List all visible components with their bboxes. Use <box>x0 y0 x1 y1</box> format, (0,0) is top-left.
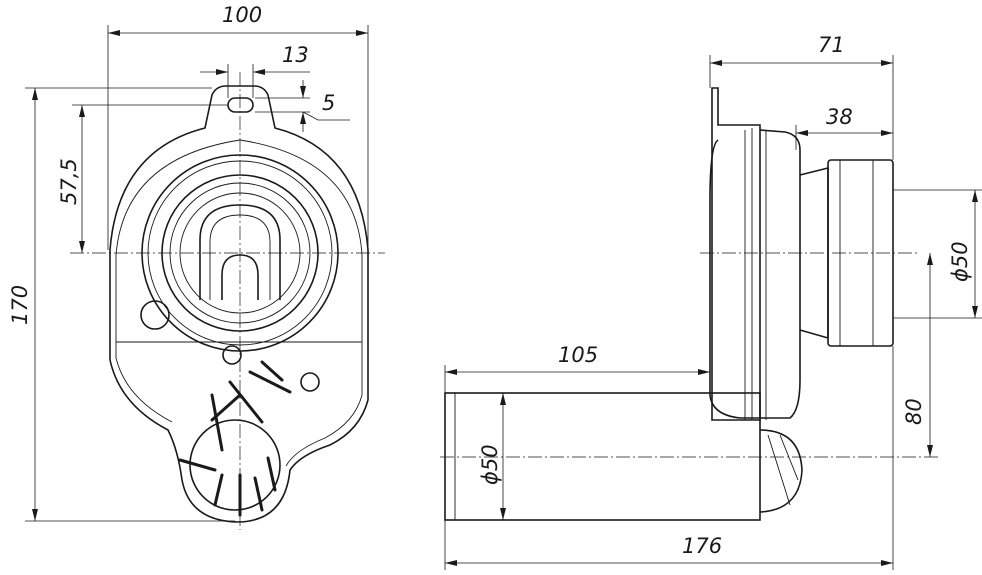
dim-outlet-length: 38 <box>826 105 853 129</box>
dim-slot-height: 5 <box>322 91 335 115</box>
side-boss <box>140 300 170 330</box>
dim-slot-width: 13 <box>282 43 309 67</box>
side-view <box>440 87 940 521</box>
hatch-marks <box>178 360 292 517</box>
bottom-pipe <box>444 392 761 521</box>
mounting-flange <box>711 87 761 421</box>
dim-total-length: 176 <box>682 534 722 558</box>
dim-outlet-offset: 80 <box>902 398 926 425</box>
front-body-outline <box>109 85 369 523</box>
dim-front-width: 100 <box>222 3 262 27</box>
front-dimensions: 100 13 5 57,5 170 <box>8 3 369 522</box>
lower-chamber <box>189 419 281 511</box>
front-view <box>70 72 385 530</box>
side-body <box>709 129 801 419</box>
dim-side-depth: 71 <box>818 33 845 57</box>
side-dimensions: 71 38 ϕ50 80 105 ϕ50 176 <box>444 33 982 570</box>
dim-pipe-diameter: ϕ50 <box>478 444 502 485</box>
small-hole-2 <box>300 372 320 392</box>
front-body-inner <box>115 139 363 467</box>
bottom-elbow <box>759 429 803 513</box>
dim-pipe-length: 105 <box>558 343 598 367</box>
dim-tab-to-center: 57,5 <box>57 158 81 205</box>
dim-outlet-diameter: ϕ50 <box>948 241 972 282</box>
dim-total-height: 170 <box>8 285 32 325</box>
slot <box>227 97 254 113</box>
small-hole-1 <box>222 345 242 365</box>
